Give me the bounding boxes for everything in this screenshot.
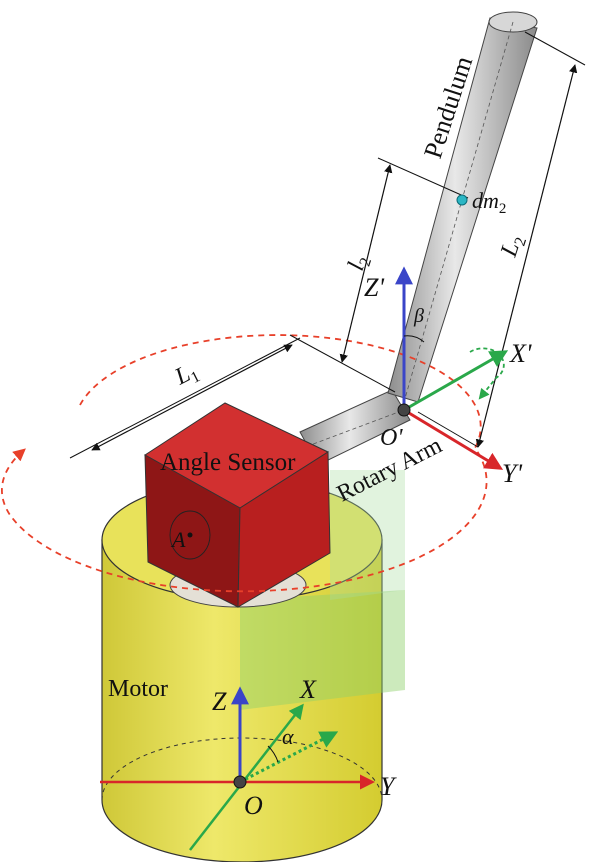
x-prime-label: X' [509,339,532,368]
z-prime-label: Z' [364,273,384,302]
o-label: O [244,791,263,820]
alpha-label: α [282,724,294,749]
z-label: Z [212,687,227,716]
dm2-label: dm2 [472,188,506,217]
A-label: A [170,527,186,552]
x-label: X [299,675,317,704]
base-frame-axes [100,686,375,851]
motor-label: Motor [108,676,168,702]
x-prime-axis [403,350,509,412]
A-point [187,532,193,538]
alpha-arc [267,745,279,763]
dimension-L2 [417,31,586,448]
pendulum-frame-axes [395,266,509,470]
rotation-plane [240,590,405,710]
dm2-point [456,194,468,206]
y-prime-label: Y' [502,459,522,488]
y-label: Y [380,772,397,801]
L2-label: L2 [496,232,530,262]
L1-label: L1 [170,357,203,393]
l2-label: l2 [343,252,375,275]
o-prime-label: O' [380,425,403,451]
x-prime-rotation [469,347,505,400]
beta-arc [403,335,425,343]
dimension-l2 [339,157,469,363]
y-prime-axis [403,408,504,470]
dimension-L1 [69,334,396,459]
rotation-plane-upper [330,470,405,600]
beta-label: β [413,305,424,327]
angle-sensor-label: Angle Sensor [160,449,296,476]
